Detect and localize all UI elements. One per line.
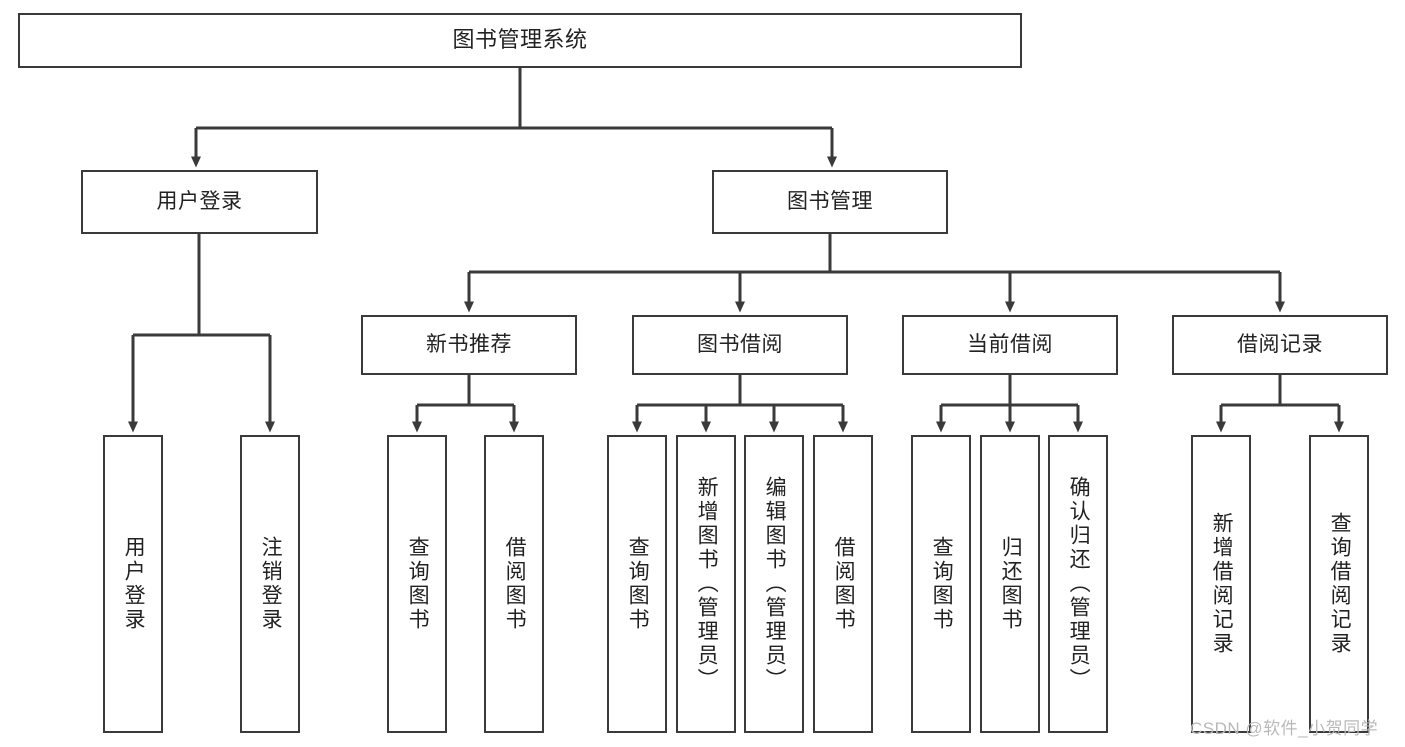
node-book-borrow[interactable]: 图书借阅	[632, 315, 848, 375]
node-label: 用户登录	[122, 536, 146, 632]
node-label: 查询图书	[406, 536, 430, 632]
leaf-book-borrow-edit-book-admin[interactable]: 编辑图书（管理员）	[744, 435, 804, 733]
node-label: 图书管理	[787, 190, 873, 214]
node-label: 归还图书	[999, 536, 1023, 632]
leaf-new-book-borrow-book[interactable]: 借阅图书	[484, 435, 544, 733]
node-borrow-record[interactable]: 借阅记录	[1172, 315, 1388, 375]
leaf-borrow-record-add-record[interactable]: 新增借阅记录	[1191, 435, 1251, 733]
node-label: 用户登录	[156, 190, 243, 214]
leaf-user-login-logout[interactable]: 注销登录	[240, 435, 300, 733]
leaf-current-borrow-confirm-return-admin[interactable]: 确认归还（管理员）	[1048, 435, 1108, 733]
node-label: 借阅图书	[503, 536, 527, 632]
node-label: 确认归还（管理员）	[1067, 476, 1091, 692]
node-label: 编辑图书（管理员）	[763, 476, 787, 692]
node-root-book-management-system[interactable]: 图书管理系统	[18, 13, 1022, 68]
node-label: 查询图书	[930, 536, 954, 632]
node-label: 查询图书	[626, 536, 650, 632]
leaf-borrow-record-query-record[interactable]: 查询借阅记录	[1309, 435, 1369, 733]
leaf-book-borrow-borrow-book[interactable]: 借阅图书	[813, 435, 873, 733]
csdn-watermark: CSDN @软件_小贺同学	[1190, 719, 1379, 738]
leaf-book-borrow-add-book-admin[interactable]: 新增图书（管理员）	[676, 435, 736, 733]
leaf-user-login-login[interactable]: 用户登录	[103, 435, 163, 733]
node-label: 借阅记录	[1237, 333, 1323, 357]
node-label: 借阅图书	[832, 536, 856, 632]
node-label: 查询借阅记录	[1328, 512, 1352, 656]
node-label: 图书管理系统	[452, 27, 588, 53]
leaf-current-borrow-query-book[interactable]: 查询图书	[911, 435, 971, 733]
node-user-login[interactable]: 用户登录	[81, 170, 318, 234]
node-current-borrow[interactable]: 当前借阅	[902, 315, 1118, 375]
leaf-book-borrow-query-book[interactable]: 查询图书	[607, 435, 667, 733]
node-label: 当前借阅	[967, 333, 1053, 357]
leaf-current-borrow-return-book[interactable]: 归还图书	[980, 435, 1040, 733]
node-book-management[interactable]: 图书管理	[712, 170, 948, 234]
leaf-new-book-query-book[interactable]: 查询图书	[387, 435, 447, 733]
node-new-book-recommend[interactable]: 新书推荐	[361, 315, 577, 375]
node-label: 新书推荐	[426, 333, 512, 357]
node-label: 新增借阅记录	[1210, 512, 1234, 656]
node-label: 图书借阅	[697, 333, 783, 357]
node-label: 注销登录	[259, 536, 283, 632]
node-label: 新增图书（管理员）	[695, 476, 719, 692]
